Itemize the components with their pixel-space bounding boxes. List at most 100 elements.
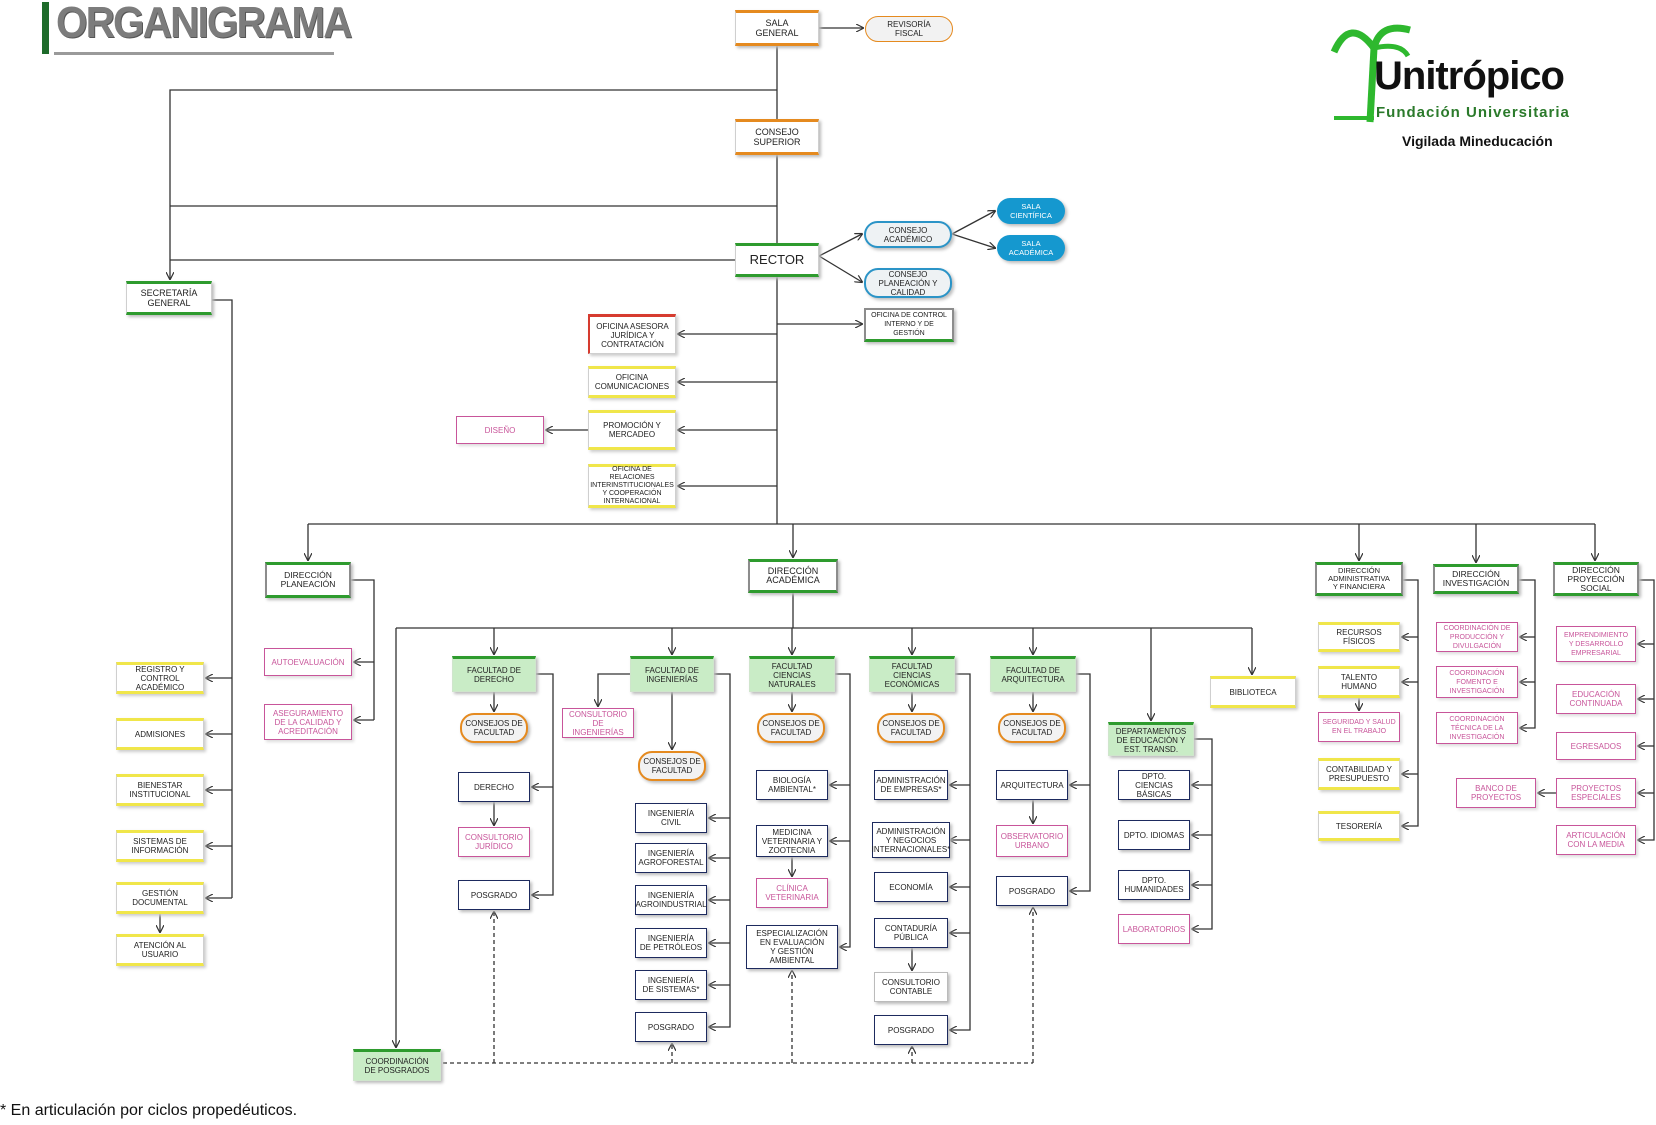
node-posgrado-derecho[interactable]: POSGRADO: [458, 880, 530, 910]
node-laboratorios[interactable]: LABORATORIOS: [1118, 914, 1190, 944]
node-economia[interactable]: ECONOMÍA: [874, 872, 948, 902]
node-label-line: CONSEJOS DE: [465, 719, 523, 728]
node-label-line: DIRECCIÓN: [1337, 566, 1381, 575]
node-label-line: EN EL TRABAJO: [1331, 728, 1387, 735]
node-dpto-idiomas[interactable]: DPTO. IDIOMAS: [1118, 820, 1190, 850]
node-label-line: POSGRADO: [887, 1025, 935, 1035]
node-label-line: BIBLIOTECA: [1229, 687, 1277, 697]
node-tesoreria[interactable]: TESORERÍA: [1318, 811, 1400, 841]
node-label-line: FACULTAD: [651, 766, 693, 775]
node-label-line: INVESTIGACIÓN: [1442, 578, 1510, 588]
node-label-line: AMBIENTAL: [769, 956, 815, 965]
connector-8: [818, 255, 862, 282]
node-derecho[interactable]: DERECHO: [458, 772, 530, 802]
node-dpto-humanidades[interactable]: DPTO.HUMANIDADES: [1118, 870, 1190, 900]
node-diseno[interactable]: DISEÑO: [456, 416, 544, 444]
node-label: ADMISIONES: [135, 730, 185, 739]
node-posgrado-economicas[interactable]: POSGRADO: [874, 1015, 948, 1045]
node-autoevaluacion[interactable]: AUTOEVALUACIÓN: [264, 648, 352, 676]
node-label-line: DE SISTEMAS*: [642, 985, 700, 994]
node-admisiones[interactable]: ADMISIONES: [116, 718, 204, 750]
node-posgrado-arquitectura[interactable]: POSGRADO: [996, 876, 1068, 906]
node-rector[interactable]: RECTOR: [735, 243, 819, 277]
node-egresados[interactable]: EGRESADOS: [1556, 732, 1636, 760]
node-label-line: FACULTAD CIENCIAS: [771, 661, 813, 680]
node-biblioteca[interactable]: BIBLIOTECA: [1210, 676, 1296, 708]
node-label-line: DISEÑO: [484, 425, 516, 435]
connector-61: [950, 673, 971, 1030]
node-arquitectura[interactable]: ARQUITECTURA: [996, 770, 1068, 800]
node-label-line: PÚBLICA: [893, 933, 929, 942]
node-posgrado-ingenierias[interactable]: POSGRADO: [635, 1012, 707, 1042]
node-label-line: AUTOEVALUACIÓN: [271, 657, 345, 667]
node-label: DPTO.HUMANIDADES: [1124, 876, 1183, 894]
